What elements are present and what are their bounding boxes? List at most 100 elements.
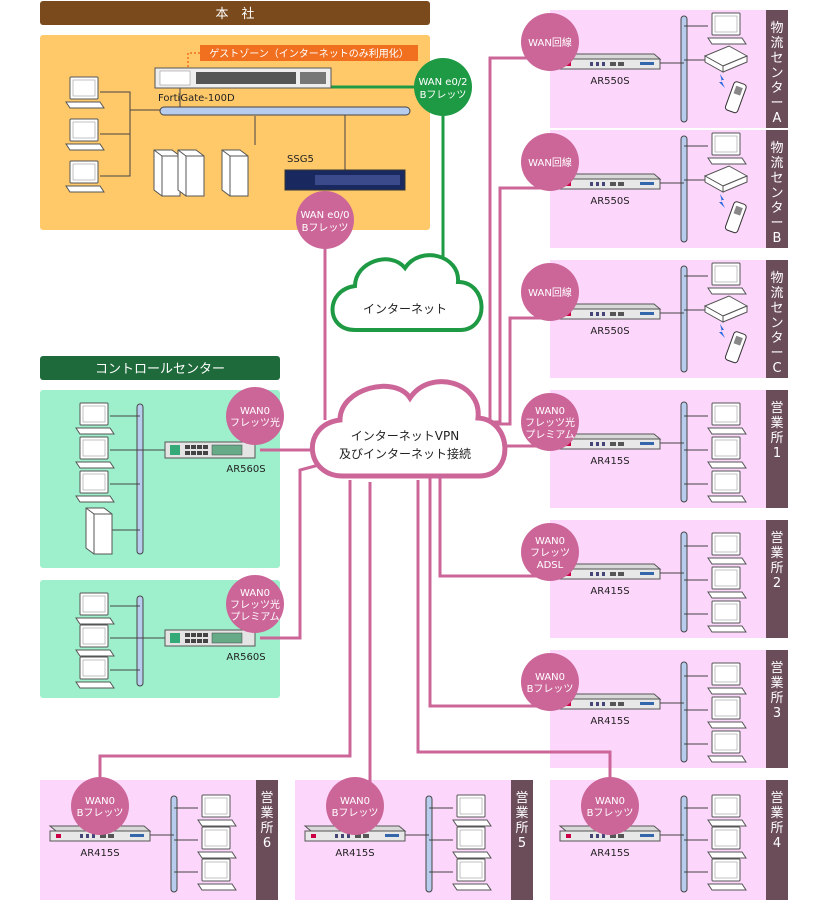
- internet-label: インターネット: [363, 302, 447, 316]
- site-6-wan-label-2: Bフレッツ: [527, 684, 574, 695]
- hq-pc-3: [65, 160, 105, 193]
- svg-text:2: 2: [773, 576, 781, 591]
- site-5-pc-1: [707, 532, 747, 565]
- hq-wan-e0-0-line-1: WAN e0/0: [300, 210, 349, 221]
- hq-pc-2: [65, 118, 105, 151]
- cc-title: コントロールセンター: [95, 362, 225, 377]
- svg-text:所: 所: [770, 821, 783, 836]
- cc-2-router-label: AR560S: [226, 652, 265, 663]
- cc-2-pc-1: [75, 592, 115, 625]
- svg-text:セ: セ: [770, 171, 783, 186]
- cc-2-router: [164, 629, 256, 647]
- svg-text:所: 所: [770, 561, 783, 576]
- svg-text:営: 営: [770, 401, 783, 416]
- site-8-pc-2: [452, 826, 492, 859]
- hq-wan-e0-2-line-1: WAN e0/2: [418, 77, 467, 88]
- vpn-cloud: インターネットVPN 及びインターネット接続: [310, 379, 508, 479]
- svg-text:ー: ー: [770, 96, 783, 111]
- vpn-line-site-1: [478, 56, 560, 422]
- site-tag-9: [256, 780, 278, 900]
- vpn-line-cc-2: [260, 460, 331, 640]
- site-8-pc-1: [452, 794, 492, 827]
- svg-text:ン: ン: [770, 186, 783, 201]
- svg-text:C: C: [772, 361, 781, 376]
- site-5-wan-label-3: ADSL: [537, 560, 564, 571]
- hq-lan-bus: [159, 106, 411, 116]
- site-4-pc-3: [707, 470, 747, 503]
- svg-text:6: 6: [263, 836, 271, 851]
- site-7-router-label: AR415S: [590, 848, 629, 859]
- site-bus-3: [680, 265, 688, 373]
- svg-text:所: 所: [770, 431, 783, 446]
- svg-text:セ: セ: [770, 301, 783, 316]
- site-4-pc-1: [707, 402, 747, 435]
- cc-2-wan-label-1: WAN0: [240, 588, 270, 599]
- site-9-router-label: AR415S: [80, 848, 119, 859]
- svg-text:流: 流: [770, 286, 783, 301]
- svg-text:タ: タ: [770, 331, 783, 346]
- site-tag-6: [766, 650, 788, 768]
- vpn-label-line-2: 及びインターネット接続: [339, 446, 471, 461]
- cc-2-pc-2: [75, 624, 115, 657]
- hq-title: 本 社: [215, 6, 254, 22]
- svg-text:業: 業: [770, 545, 783, 561]
- site-4-wan-label-1: WAN0: [535, 406, 565, 417]
- site-tag-1: [766, 10, 788, 128]
- svg-text:業: 業: [770, 675, 783, 691]
- site-8-wan-label-1: WAN0: [340, 796, 370, 807]
- svg-text:B: B: [773, 231, 782, 246]
- cc-1-router: [164, 441, 256, 459]
- site-9-pc-3: [197, 858, 237, 891]
- site-tag-2: [766, 130, 788, 248]
- cc-1-wan-label-1: WAN0: [240, 406, 270, 417]
- svg-text:流: 流: [770, 36, 783, 51]
- site-bus-2: [680, 135, 688, 243]
- cc-2-wan-label-2: フレッツ光: [230, 598, 280, 611]
- hq-wan-e0-0-badge: WAN e0/0 Bフレッツ: [296, 191, 354, 249]
- svg-text:業: 業: [260, 805, 273, 821]
- site-bus-7: [680, 795, 688, 893]
- hq-header: [40, 1, 430, 25]
- site-1-wan-label-1: WAN回線: [528, 36, 572, 49]
- svg-text:セ: セ: [770, 51, 783, 66]
- svg-text:営: 営: [770, 791, 783, 806]
- site-3-pc-1: [707, 262, 747, 295]
- cc-1-wan-label-2: フレッツ光: [230, 416, 280, 429]
- ssg5-label: SSG5: [287, 154, 314, 165]
- site-9-pc-1: [197, 794, 237, 827]
- site-bus-6: [680, 661, 688, 763]
- svg-text:A: A: [773, 111, 782, 126]
- site-bus-4: [680, 401, 688, 503]
- site-6-wan-label-1: WAN0: [535, 672, 565, 683]
- site-8-pc-3: [452, 858, 492, 891]
- site-bus-5: [680, 531, 688, 633]
- cc-1-pc-1: [75, 402, 115, 435]
- svg-text:業: 業: [770, 415, 783, 431]
- site-7-pc-2: [707, 826, 747, 859]
- svg-text:5: 5: [518, 836, 526, 851]
- cc-1-pc-2: [75, 436, 115, 469]
- svg-text:所: 所: [260, 821, 273, 836]
- site-tag-3: [766, 260, 788, 378]
- svg-text:物: 物: [770, 141, 783, 156]
- site-5-pc-3: [707, 600, 747, 633]
- svg-text:業: 業: [770, 805, 783, 821]
- svg-text:ン: ン: [770, 66, 783, 81]
- site-9-wan-label-2: Bフレッツ: [77, 808, 124, 819]
- internet-cloud: インターネット: [330, 253, 484, 332]
- site-1-pc-1: [707, 12, 747, 45]
- cc-bus-1: [136, 403, 144, 555]
- site-3-router-label: AR550S: [590, 326, 629, 337]
